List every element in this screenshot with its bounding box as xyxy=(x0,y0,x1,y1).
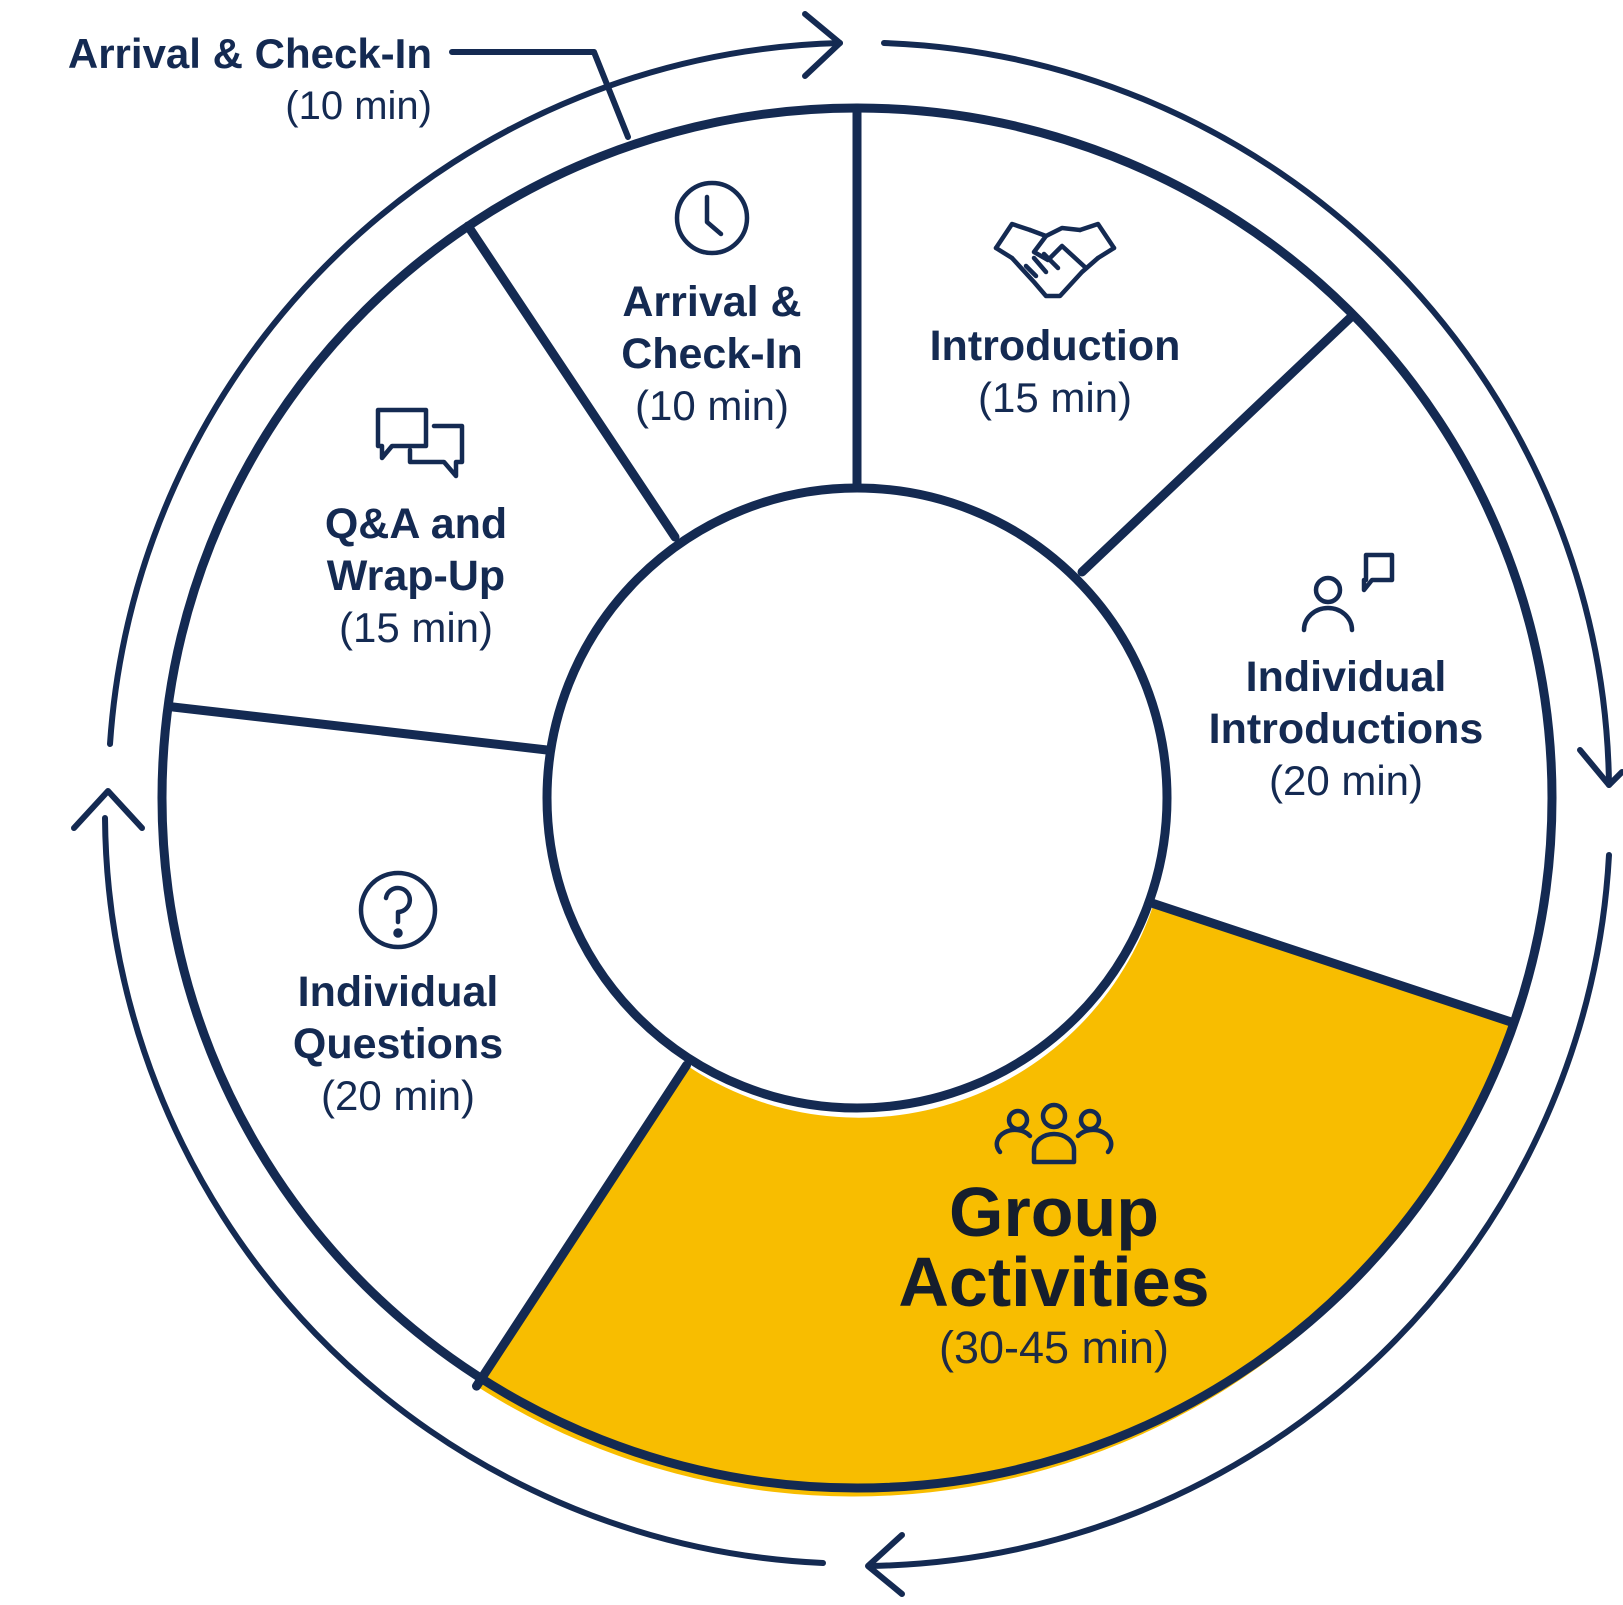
segment-title-line: Arrival & xyxy=(622,278,802,326)
handshake-icon xyxy=(993,221,1117,299)
arrowhead-left-icon xyxy=(71,788,145,831)
segment-title-line: Activities xyxy=(898,1243,1210,1321)
person-speech-icon xyxy=(1301,552,1395,633)
segment-duration: (30-45 min) xyxy=(938,1322,1170,1373)
segment-title-line: Individual xyxy=(1245,653,1447,701)
divider-individual-introductions-group xyxy=(1149,899,1518,1028)
segment-title-line: Check-In xyxy=(621,330,803,378)
arrowhead-bottom-icon xyxy=(865,1532,905,1597)
segment-title-line: Q&A and xyxy=(324,500,508,548)
arrival-callout: Arrival & Check-In (10 min) xyxy=(22,28,432,132)
segment-title-line: Group xyxy=(949,1173,1159,1251)
segment-title-line: Introduction xyxy=(929,322,1181,370)
segment-title-line: Wrap-Up xyxy=(326,552,506,600)
arrowhead-right-icon xyxy=(1577,747,1623,788)
wheel-inner-hub xyxy=(542,483,1172,1113)
segment-individual-introductions-label: Individual Introductions (20 min) xyxy=(1209,651,1484,807)
callout-leader-line xyxy=(449,49,631,140)
divider-qa-arrival xyxy=(463,221,680,542)
segment-group-activities-label: Group Activities (30-45 min) xyxy=(898,1177,1209,1379)
segment-introduction-label: Introduction (15 min) xyxy=(930,320,1181,424)
divider-group-individual-questions xyxy=(472,1060,691,1391)
segment-individual-questions-label: Individual Questions (20 min) xyxy=(293,966,503,1122)
flow-arc-right xyxy=(881,40,1612,788)
clock-icon xyxy=(674,180,750,256)
segment-title-line: Introductions xyxy=(1208,705,1484,753)
flow-arc-bottom xyxy=(102,815,826,1566)
chat-bubbles-icon xyxy=(375,407,465,479)
flow-arc-right-lower xyxy=(867,852,1612,1569)
arrowhead-top-icon xyxy=(802,11,843,79)
flow-arc-top xyxy=(107,40,843,747)
segment-duration: (10 min) xyxy=(634,382,790,429)
group-icon xyxy=(994,1102,1114,1165)
callout-title: Arrival & Check-In xyxy=(67,30,432,77)
segment-duration: (20 min) xyxy=(320,1072,476,1119)
segment-group-activities-fill xyxy=(476,903,1514,1497)
question-icon xyxy=(358,870,438,950)
segment-title-line: Individual xyxy=(297,968,499,1016)
segment-title-line: Questions xyxy=(292,1020,504,1068)
segment-qa-wrap-up-label: Q&A and Wrap-Up (15 min) xyxy=(325,498,507,654)
segment-arrival-label: Arrival & Check-In (10 min) xyxy=(621,276,803,432)
divider-introduction-individual-introductions xyxy=(1077,313,1355,577)
segment-duration: (20 min) xyxy=(1268,757,1424,804)
divider-individual-questions-qa xyxy=(168,702,552,755)
segment-duration: (15 min) xyxy=(338,604,494,651)
segment-duration: (15 min) xyxy=(977,374,1133,421)
callout-duration: (10 min) xyxy=(285,84,432,128)
